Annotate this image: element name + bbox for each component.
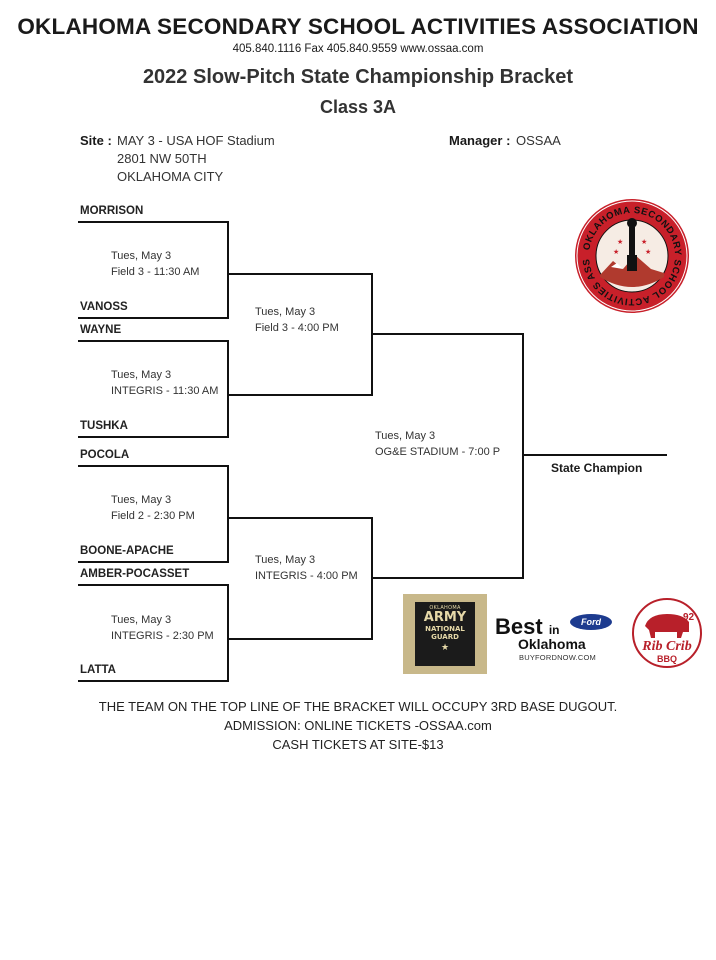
footer-cash-tickets: CASH TICKETS AT SITE-$13 [272,737,444,752]
ford-oval-icon: Ford [570,614,612,630]
round1-game-4: Tues, May 3 INTEGRIS - 2:30 PM [111,612,214,644]
footer-admission: ADMISSION: ONLINE TICKETS -OSSAA.com [224,718,492,733]
army-text: ARMY [423,610,467,625]
svg-text:Rib Crib: Rib Crib [641,639,691,654]
round1-game-3: Tues, May 3 Field 2 - 2:30 PM [111,492,195,524]
round2-game-2: Tues, May 3 INTEGRIS - 4:00 PM [255,552,358,584]
site-line-2: 2801 NW 50TH [117,151,207,166]
svg-text:92: 92 [683,612,695,623]
game-venue: Field 3 - 11:30 AM [111,266,200,278]
site-label: Site : [80,133,112,148]
contact-info: 405.840.1116 Fax 405.840.9559 www.ossaa.… [232,43,484,55]
game-day: Tues, May 3 [111,369,172,381]
team-slot-3: WAYNE [80,324,122,336]
svg-text:★: ★ [613,248,619,256]
game-day: Tues, May 3 [255,306,316,318]
svg-text:★: ★ [645,248,651,256]
game-day: Tues, May 3 [111,494,172,506]
round1-game-1: Tues, May 3 Field 3 - 11:30 AM [111,248,199,280]
game-day: Tues, May 3 [111,250,172,262]
manager-value: OSSAA [516,133,561,148]
ford-in-text: in [548,623,560,637]
team-slot-7: AMBER-POCASSET [80,568,190,580]
army-state-text: OKLAHOMA [429,605,461,611]
game-day: Tues, May 3 [375,430,436,442]
team-slot-4: TUSHKA [80,420,128,432]
army-national-guard-logo: OKLAHOMA ARMY NATIONAL GUARD ★ [403,594,487,674]
game-venue: INTEGRIS - 2:30 PM [111,630,214,642]
svg-text:★: ★ [617,238,623,246]
game-venue: INTEGRIS - 11:30 AM [111,385,219,397]
army-national-text: NATIONAL [425,625,465,633]
organization-title: OKLAHOMA SECONDARY SCHOOL ACTIVITIES ASS… [17,14,699,39]
team-slot-6: BOONE-APACHE [80,545,174,557]
svg-text:★: ★ [641,238,647,246]
best-in-oklahoma-ford-logo: Best in Ford Oklahoma BUYFORDNOW.COM [495,610,617,664]
game-day: Tues, May 3 [111,614,172,626]
star-icon: ★ [440,643,450,653]
team-slot-5: POCOLA [80,449,130,461]
game-venue: Field 2 - 2:30 PM [111,510,195,522]
game-venue: OG&E STADIUM - 7:00 P [375,446,501,458]
round2-game-1: Tues, May 3 Field 3 - 4:00 PM [255,304,339,336]
svg-text:BBQ: BBQ [657,654,677,664]
army-guard-text: GUARD [431,633,459,641]
game-venue: INTEGRIS - 4:00 PM [255,570,358,582]
ford-best-text: Best [495,614,543,639]
class-label: Class 3A [319,97,397,117]
team-slot-8: LATTA [80,664,116,676]
state-champion-label: State Champion [551,461,643,475]
team-slot-2: VANOSS [80,301,128,313]
game-venue: Field 3 - 4:00 PM [255,322,339,334]
rib-crib-logo: 92 Rib Crib BBQ [627,596,707,670]
bracket-title: 2022 Slow-Pitch State Championship Brack… [142,66,574,88]
footer-dugout-note: THE TEAM ON THE TOP LINE OF THE BRACKET … [98,699,618,714]
site-line-3: OKLAHOMA CITY [117,169,224,184]
ford-state-text: Oklahoma [518,636,586,652]
manager-label: Manager : [449,133,511,148]
team-slot-1: MORRISON [80,205,144,217]
game-day: Tues, May 3 [255,554,316,566]
site-line-1: MAY 3 - USA HOF Stadium [117,133,275,148]
final-game: Tues, May 3 OG&E STADIUM - 7:00 P [375,428,500,460]
ossaa-seal-logo: ★ ★ ★ ★ OKLAHOMA SECONDARY SCHOOL ACTIVI… [569,189,691,315]
ford-url-text: BUYFORDNOW.COM [519,653,596,662]
round1-game-2: Tues, May 3 INTEGRIS - 11:30 AM [111,367,218,399]
